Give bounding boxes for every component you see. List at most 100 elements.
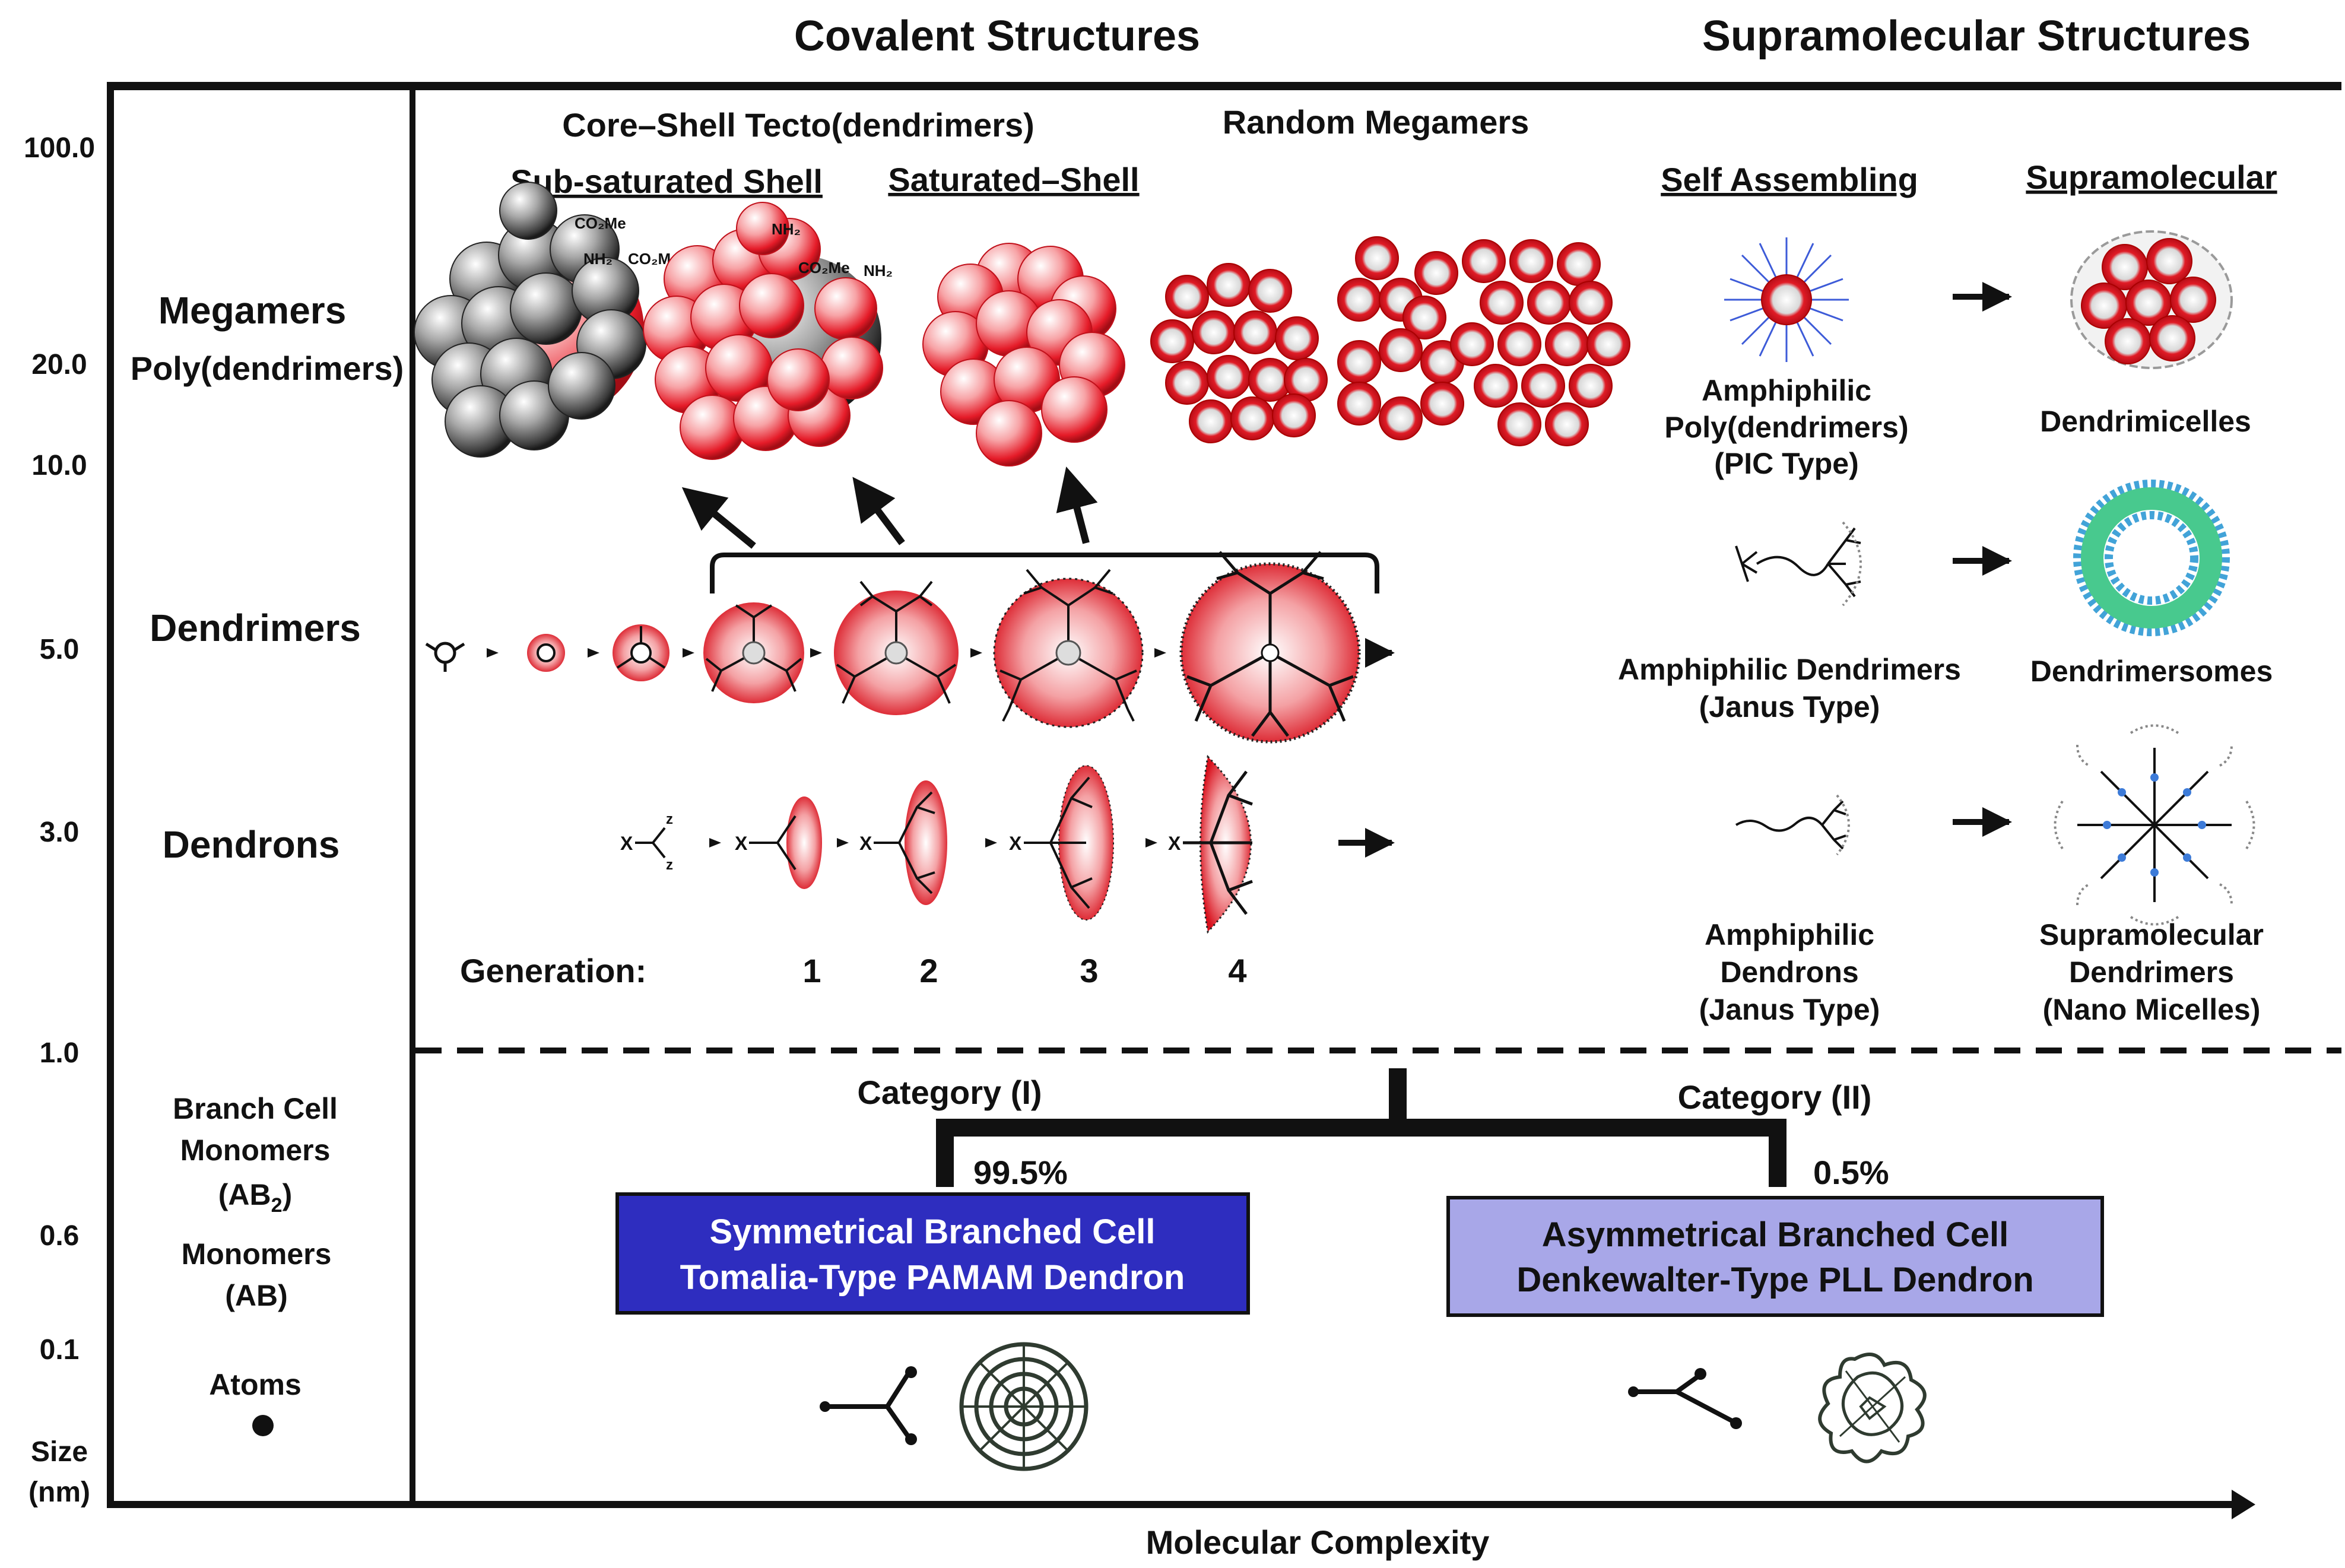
dendrimer-g1 bbox=[703, 602, 804, 703]
label-dendrons-right: Dendrons bbox=[1720, 956, 1858, 989]
tick-20: 20.0 bbox=[31, 349, 87, 380]
svg-text:z: z bbox=[666, 811, 673, 827]
label-ab2: (AB2) bbox=[218, 1178, 292, 1217]
size-axis: 100.0 20.0 10.0 5.0 3.0 1.0 0.6 0.1 Size… bbox=[24, 132, 95, 1508]
random-megamer-cluster-3 bbox=[1450, 239, 1630, 446]
title-saturated-shell: Saturated–Shell bbox=[888, 161, 1139, 198]
dendrimer-g4 bbox=[1179, 551, 1361, 744]
header-covalent: Covalent Structures bbox=[794, 12, 1200, 60]
box-asymmetrical-line1: Asymmetrical Branched Cell bbox=[1542, 1215, 2009, 1254]
box-symmetrical: Symmetrical Branched Cell Tomalia-Type P… bbox=[615, 1192, 1250, 1315]
sub-saturated-grey-cluster: CO₂Me NH₂ CO₂Me bbox=[414, 182, 680, 458]
svg-text:NH₂: NH₂ bbox=[583, 250, 613, 268]
pll-dendron-icon bbox=[1818, 1353, 1927, 1464]
sub-saturated-red-cluster: NH₂ CO₂Me NH₂ bbox=[643, 202, 893, 460]
label-janus-type-1: (Janus Type) bbox=[1699, 690, 1880, 723]
title-core-shell: Core–Shell Tecto(dendrimers) bbox=[562, 106, 1035, 144]
svg-text:X: X bbox=[620, 833, 633, 854]
title-sub-saturated-shell: Sub-saturated Shell bbox=[510, 163, 823, 200]
size-unit: (nm) bbox=[28, 1477, 90, 1508]
label-janus-type-2: (Janus Type) bbox=[1699, 993, 1880, 1026]
label-supramolecular-dendrimers-1: Supramolecular bbox=[2039, 918, 2264, 951]
box-asymmetrical-line2: Denkewalter-Type PLL Dendron bbox=[1516, 1261, 2033, 1299]
tick-100: 100.0 bbox=[24, 132, 95, 164]
svg-text:X: X bbox=[1009, 833, 1022, 854]
label-branch-cell-monomers: Monomers bbox=[180, 1134, 331, 1167]
x-axis-arrowhead bbox=[2232, 1490, 2255, 1519]
frame bbox=[107, 82, 2341, 1519]
svg-text:X: X bbox=[735, 833, 748, 854]
category-2: Category (II) bbox=[1678, 1078, 1872, 1116]
svg-text:NH₂: NH₂ bbox=[864, 262, 893, 280]
svg-text:X: X bbox=[1168, 833, 1181, 854]
box-symmetrical-line1: Symmetrical Branched Cell bbox=[709, 1212, 1155, 1251]
label-ab: (AB) bbox=[225, 1279, 288, 1312]
nano-micelle-icon bbox=[2054, 724, 2255, 926]
svg-text:X: X bbox=[859, 833, 872, 854]
category-tree bbox=[936, 1068, 1786, 1187]
label-dendrons: Dendrons bbox=[163, 823, 340, 866]
header-supramolecular: Supramolecular Structures bbox=[1702, 12, 2251, 60]
label-dendrimers: Dendrimers bbox=[150, 607, 361, 649]
generation-2: 2 bbox=[919, 952, 938, 989]
title-supramolecular: Supramolecular bbox=[2026, 158, 2277, 196]
tick-5: 5.0 bbox=[40, 634, 80, 665]
dendrimicelle-icon bbox=[2070, 230, 2233, 369]
category-1-pct: 99.5% bbox=[973, 1154, 1068, 1191]
generation-1: 1 bbox=[802, 952, 821, 989]
box-asymmetrical: Asymmetrical Branched Cell Denkewalter-T… bbox=[1446, 1196, 2104, 1317]
title-random-megamers: Random Megamers bbox=[1223, 103, 1530, 141]
label-monomers: Monomers bbox=[182, 1237, 332, 1271]
tick-10: 10.0 bbox=[31, 450, 87, 481]
label-nano-micelles: (Nano Micelles) bbox=[2043, 993, 2261, 1026]
pic-amphiphilic-icon bbox=[1724, 237, 1849, 362]
label-amphiphilic-dendrimers: Amphiphilic Dendrimers bbox=[1618, 653, 1961, 686]
dendrimer-g2 bbox=[834, 580, 959, 715]
janus-dendrimer-icon bbox=[1735, 521, 1862, 607]
dendrimer-growth-row bbox=[425, 551, 1395, 744]
category-2-pct: 0.5% bbox=[1813, 1154, 1889, 1191]
atom-dot bbox=[252, 1415, 274, 1436]
size-label: Size bbox=[31, 1436, 88, 1468]
label-atoms: Atoms bbox=[209, 1368, 302, 1401]
svg-text:z: z bbox=[666, 857, 673, 873]
svg-text:NH₂: NH₂ bbox=[772, 220, 801, 238]
label-megamers: Megamers bbox=[158, 289, 347, 332]
svg-text:CO₂Me: CO₂Me bbox=[798, 259, 850, 277]
tick-0-6: 0.6 bbox=[40, 1220, 80, 1252]
dendrimer-bracket bbox=[710, 553, 1379, 593]
dendrimersome-icon bbox=[2073, 480, 2230, 636]
label-pic-type: (PIC Type) bbox=[1714, 447, 1859, 480]
dendron-growth-row: X z z X X X X bbox=[620, 754, 1395, 934]
tick-1: 1.0 bbox=[40, 1037, 80, 1069]
label-dendrimersomes: Dendrimersomes bbox=[2030, 655, 2273, 688]
label-branch-cell: Branch Cell bbox=[173, 1092, 338, 1125]
label-amphiphilic-2: Amphiphilic bbox=[1705, 918, 1874, 951]
box-symmetrical-line2: Tomalia-Type PAMAM Dendron bbox=[680, 1258, 1185, 1297]
tick-0-1: 0.1 bbox=[40, 1334, 80, 1366]
left-labels: Megamers Poly(dendrimers) Dendrimers Den… bbox=[131, 289, 404, 1436]
generation-label: Generation: bbox=[460, 952, 646, 989]
title-self-assembling: Self Assembling bbox=[1661, 161, 1918, 198]
pamam-dendron-icon bbox=[959, 1342, 1089, 1471]
janus-dendron-icon bbox=[1735, 794, 1850, 856]
label-supramolecular-dendrimers-2: Dendrimers bbox=[2069, 956, 2234, 989]
symmetrical-branch-cell-icon bbox=[820, 1366, 917, 1445]
generation-4: 4 bbox=[1228, 952, 1246, 989]
dendrimer-g3 bbox=[993, 569, 1144, 728]
label-poly-dendrimers-right: Poly(dendrimers) bbox=[1664, 411, 1908, 444]
label-dendrimicelles: Dendrimicelles bbox=[2040, 405, 2251, 438]
category-1: Category (I) bbox=[857, 1074, 1042, 1111]
random-megamer-cluster-1 bbox=[1150, 263, 1328, 443]
arrows-up bbox=[681, 466, 1098, 549]
random-megamer-cluster-2 bbox=[1337, 236, 1464, 440]
x-axis-label: Molecular Complexity bbox=[1146, 1523, 1490, 1561]
label-amphiphilic-1: Amphiphilic bbox=[1702, 374, 1871, 407]
generation-3: 3 bbox=[1080, 952, 1098, 989]
svg-text:CO₂Me: CO₂Me bbox=[575, 214, 626, 232]
label-poly-dendrimers: Poly(dendrimers) bbox=[131, 350, 404, 387]
tick-3: 3.0 bbox=[40, 817, 80, 848]
saturated-red-cluster bbox=[922, 243, 1125, 466]
